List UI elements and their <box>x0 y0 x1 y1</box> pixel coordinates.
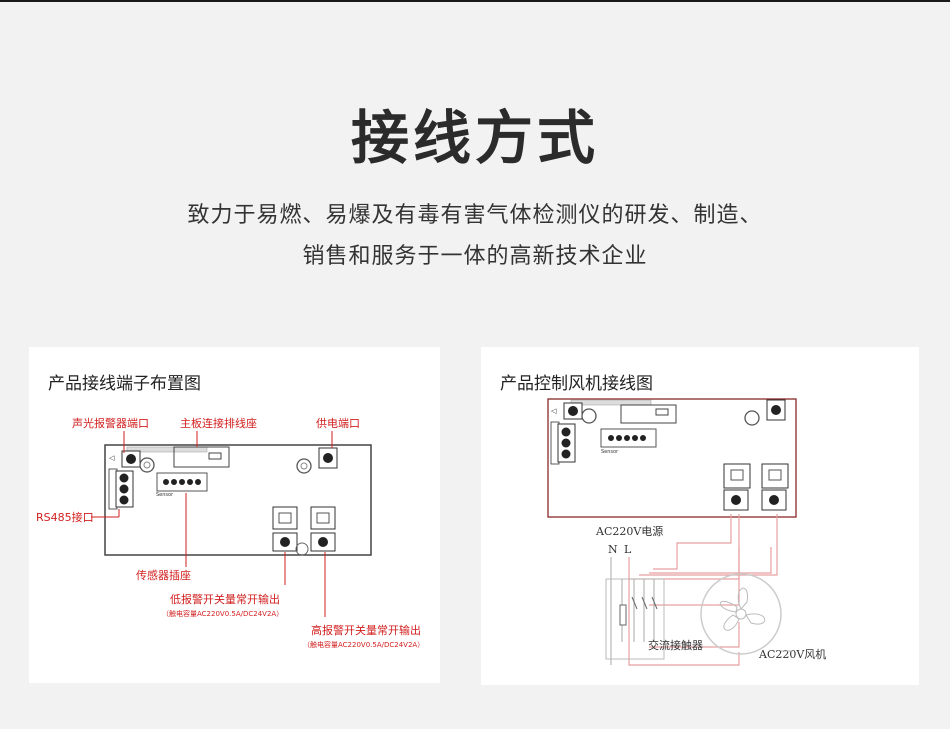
fan-wiring-title: 产品控制风机接线图 <box>500 374 653 394</box>
terminal-layout-panel: 产品接线端子布置图 ◁ <box>29 347 440 683</box>
terminal-layout-title: 产品接线端子布置图 <box>48 374 201 394</box>
circuit-board <box>547 398 797 518</box>
page-subtitle-line2: 销售和服务于一体的高新技术企业 <box>302 244 648 269</box>
label-high-alarm: 高报警开关量常开输出 <box>311 623 421 637</box>
alarm-port-connector: ◁ <box>109 450 141 468</box>
sensor-socket: Sensor <box>156 472 208 498</box>
svg-text:◁: ◁ <box>109 454 115 462</box>
high-alarm-relay <box>310 506 336 552</box>
mount-hole <box>296 458 312 474</box>
sensor-text: Sensor <box>156 492 174 498</box>
fan-wiring-panel: 产品控制风机接线图 ◁ <box>481 347 919 685</box>
high-alarm-relay <box>761 463 789 511</box>
fan-wiring-diagram: ◁ Sensor <box>547 398 826 666</box>
rs485-connector <box>108 468 134 510</box>
svg-text:◁: ◁ <box>551 407 557 415</box>
label-contactor: 交流接触器 <box>648 638 703 652</box>
label-rs485: RS485接口 <box>36 511 94 524</box>
label-high-alarm-note: （触电容量AC220V0.5A/DC24V2A） <box>303 640 424 649</box>
label-l: L <box>624 543 632 556</box>
label-low-alarm-note: （触电容量AC220V0.5A/DC24V2A） <box>162 609 283 618</box>
label-fan: AC220V风机 <box>758 647 826 661</box>
top-divider <box>0 0 950 2</box>
mount-hole <box>139 457 155 473</box>
label-power: AC220V电源 <box>595 524 663 538</box>
low-alarm-relay <box>723 463 751 511</box>
page-title: 接线方式 <box>350 104 599 172</box>
label-low-alarm: 低报警开关量常开输出 <box>170 592 280 606</box>
ac-contactor <box>619 596 658 626</box>
contactor-wiring <box>605 557 665 665</box>
sensor-socket: Sensor <box>600 428 657 455</box>
page-subtitle-line1: 致力于易燃、易爆及有毒有害气体检测仪的研发、制造、 <box>187 203 763 228</box>
power-port-connector <box>766 399 786 421</box>
label-n: N <box>608 543 618 556</box>
label-sensor-socket: 传感器插座 <box>136 568 191 582</box>
mount-hole <box>295 542 309 556</box>
label-power-port: 供电端口 <box>316 416 360 430</box>
label-board-socket: 主板连接排线座 <box>180 416 257 430</box>
board-socket <box>620 404 677 424</box>
terminal-layout-diagram: ◁ Sensor <box>36 416 424 649</box>
label-alarm-port: 声光报警器端口 <box>72 416 149 430</box>
circuit-board <box>104 444 372 556</box>
power-port-connector <box>318 447 338 469</box>
rs485-connector <box>550 421 576 465</box>
fan-icon <box>700 573 782 655</box>
sensor-text: Sensor <box>601 449 619 455</box>
board-socket <box>173 446 230 468</box>
alarm-port-connector: ◁ <box>551 402 583 420</box>
low-alarm-relay <box>272 506 298 552</box>
